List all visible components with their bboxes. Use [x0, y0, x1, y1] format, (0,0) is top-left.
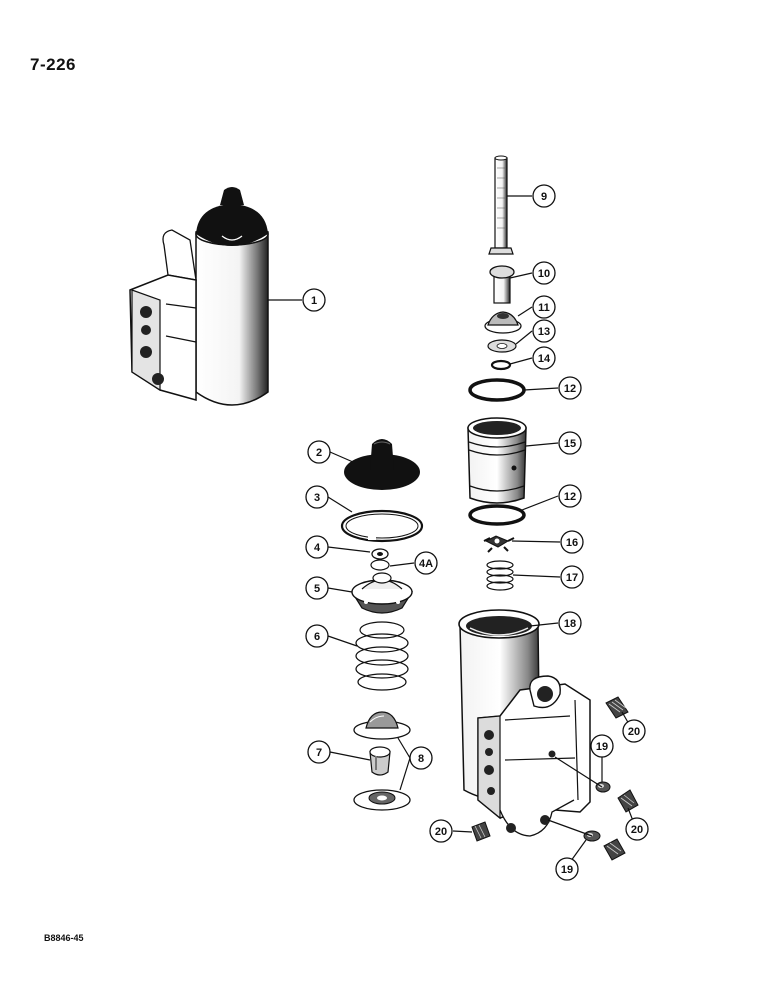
part-11-retainer	[484, 311, 522, 334]
svg-text:20: 20	[435, 826, 447, 838]
part-8-lower-spring-seat	[353, 789, 411, 811]
part-6-spring	[355, 621, 409, 691]
callout-12-upper: 12	[558, 376, 582, 400]
callout-13: 13	[532, 319, 556, 343]
callout-7: 7	[307, 740, 331, 764]
part-2-boot	[344, 439, 420, 490]
callout-1: 1	[302, 288, 326, 312]
callout-8: 8	[409, 746, 433, 770]
svg-text:4: 4	[314, 542, 321, 554]
svg-text:16: 16	[566, 537, 578, 549]
svg-text:15: 15	[564, 438, 576, 450]
part-16-spring-retainer	[483, 535, 515, 553]
part-1-housing-assembly	[129, 187, 269, 406]
callout-16: 16	[560, 530, 584, 554]
svg-text:2: 2	[316, 447, 322, 459]
callout-15: 15	[558, 431, 582, 455]
callout-10: 10	[532, 261, 556, 285]
plug-19-upper	[595, 781, 611, 793]
callout-4a: 4A	[414, 551, 438, 575]
callout-17: 17	[560, 565, 584, 589]
callout-14: 14	[532, 346, 556, 370]
svg-text:9: 9	[541, 191, 547, 203]
plug-20-upper-right	[605, 696, 629, 719]
part-17-small-spring	[486, 560, 514, 591]
callout-20-left: 20	[429, 819, 453, 843]
part-14-o-ring	[490, 359, 512, 371]
svg-text:10: 10	[538, 268, 550, 280]
part-13-washer	[487, 339, 517, 353]
svg-text:19: 19	[561, 864, 573, 876]
callout-2: 2	[307, 440, 331, 464]
callout-9: 9	[532, 184, 556, 208]
svg-text:17: 17	[566, 572, 578, 584]
svg-text:11: 11	[538, 302, 550, 314]
svg-text:8: 8	[418, 753, 424, 765]
part-7-stop	[369, 746, 391, 776]
svg-text:6: 6	[314, 631, 320, 643]
svg-text:20: 20	[628, 726, 640, 738]
svg-text:7: 7	[316, 747, 322, 759]
leader-lines	[268, 195, 636, 866]
callout-20-lower-right: 20	[625, 817, 649, 841]
part-5-actuator	[350, 572, 414, 614]
svg-text:5: 5	[314, 583, 320, 595]
figure-code: B8846-45	[44, 933, 84, 943]
callout-11: 11	[532, 295, 556, 319]
part-18-valve-body	[458, 609, 591, 837]
part-15-sleeve	[467, 417, 527, 504]
page-number: 7-226	[30, 55, 76, 74]
svg-text:18: 18	[564, 618, 576, 630]
part-3-snap-ring	[340, 509, 424, 543]
callout-19-lower: 19	[555, 857, 579, 881]
callout-19-upper: 19	[590, 734, 614, 758]
svg-text:13: 13	[538, 326, 550, 338]
svg-text:14: 14	[538, 353, 551, 365]
callout-12-lower: 12	[558, 484, 582, 508]
callout-5: 5	[305, 576, 329, 600]
plug-20-middle-right	[617, 789, 639, 813]
callout-18: 18	[558, 611, 582, 635]
part-4-nut	[371, 548, 389, 560]
svg-text:4A: 4A	[419, 558, 433, 570]
svg-text:12: 12	[564, 383, 576, 395]
plug-20-lower-right	[603, 838, 626, 861]
callout-3: 3	[305, 485, 329, 509]
part-10-piston	[489, 265, 515, 304]
callout-20-upper-right: 20	[622, 719, 646, 743]
svg-text:12: 12	[564, 491, 576, 503]
callout-6: 6	[305, 624, 329, 648]
svg-text:20: 20	[631, 824, 643, 836]
svg-text:3: 3	[314, 492, 320, 504]
callout-4: 4	[305, 535, 329, 559]
svg-text:19: 19	[596, 741, 608, 753]
part-8-upper-spring-seat	[353, 711, 411, 740]
part-9-plunger-rod	[488, 155, 514, 255]
svg-text:1: 1	[311, 295, 317, 307]
part-12-upper-o-ring	[468, 378, 526, 402]
plug-20-left	[471, 821, 491, 842]
part-4a-washer	[370, 559, 390, 571]
part-12-lower-o-ring	[468, 504, 526, 526]
